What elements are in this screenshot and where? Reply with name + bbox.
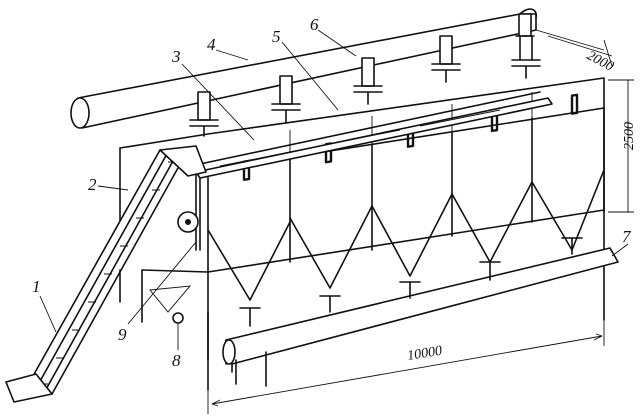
callout-4: 4 bbox=[207, 35, 216, 54]
callout-5: 5 bbox=[272, 27, 281, 46]
distribution-channel bbox=[195, 91, 553, 251]
callout-labels: 1 2 3 4 5 6 7 8 9 bbox=[32, 15, 632, 370]
callout-8: 8 bbox=[172, 351, 181, 370]
hopper-body bbox=[119, 77, 605, 391]
callout-3: 3 bbox=[171, 47, 181, 66]
dimension-height: 2500 bbox=[622, 122, 637, 150]
dimension-length: 10000 bbox=[406, 344, 443, 364]
dimension-labels: 2000 2500 10000 bbox=[406, 48, 637, 364]
dimension-depth: 2000 bbox=[584, 48, 616, 74]
callout-9: 9 bbox=[118, 325, 127, 344]
callout-2: 2 bbox=[88, 175, 97, 194]
callout-1: 1 bbox=[32, 277, 41, 296]
support-legs bbox=[119, 269, 267, 387]
dimension-lines bbox=[207, 29, 634, 414]
collector-chute bbox=[222, 237, 619, 373]
callout-7: 7 bbox=[622, 227, 632, 246]
leader-lines bbox=[39, 29, 629, 350]
bucket-conveyor bbox=[5, 145, 207, 403]
air-pipe bbox=[70, 8, 538, 129]
callout-6: 6 bbox=[310, 15, 319, 34]
drop-pipes bbox=[189, 35, 541, 137]
